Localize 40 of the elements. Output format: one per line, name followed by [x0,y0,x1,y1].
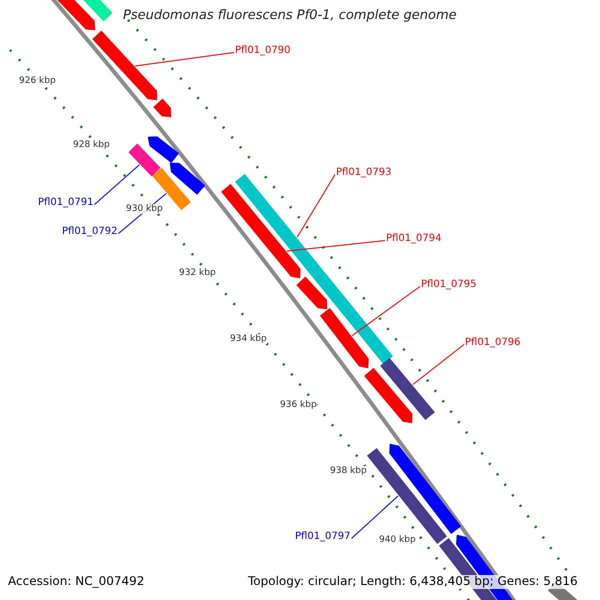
title: Pseudomonas fluorescens Pf0-1, complete genome [123,9,457,24]
leader-line [412,344,464,385]
leader-line [94,164,140,205]
tick-label: 940 kbp [379,535,416,546]
gene-label: Pfl01_0792 [62,226,118,238]
gene-marker [320,308,369,368]
genome-info-text: Topology: circular; Length: 6,438,405 bp; Genes: 5,816 [248,575,578,589]
gene-label: Pfl01_0794 [386,233,442,244]
gene-label: Pfl01_0797 [295,531,351,542]
gene-label: Pfl01_0796 [465,337,521,348]
gene-bar [367,448,447,544]
leader-line [351,496,398,539]
gene-marker [296,276,328,310]
gene-marker [170,162,206,195]
tick-label: 934 kbp [230,334,267,344]
gene-marker [148,136,179,163]
gene-bar [128,144,161,176]
gene-marker [92,30,158,100]
gene-label: Pfl01_0795 [421,279,477,290]
tick-label: 926 kbp [19,76,56,86]
tick-label: 936 kbp [280,400,317,410]
gene-label: Pfl01_0790 [235,45,291,56]
gene-marker [153,98,172,118]
gene-bar [380,358,435,420]
gene-bar [83,0,113,22]
leader-line [286,240,386,252]
tick-label: 928 kbp [73,140,110,150]
leader-line [352,286,420,336]
gene-marker [364,368,412,424]
tick-label: 938 kbp [330,466,367,476]
gene-label: Pfl01_0793 [336,167,392,178]
tick-label: 932 kbp [179,268,216,278]
gene-marker [57,0,96,30]
gene-marker [221,184,300,278]
gene-marker [389,444,462,534]
gene-label: Pfl01_0791 [38,197,94,208]
tick-label: 930 kbp [126,204,163,214]
accession-text: Accession: NC_007492 [8,575,144,589]
leader-line [296,174,336,238]
leader-line [134,52,234,66]
